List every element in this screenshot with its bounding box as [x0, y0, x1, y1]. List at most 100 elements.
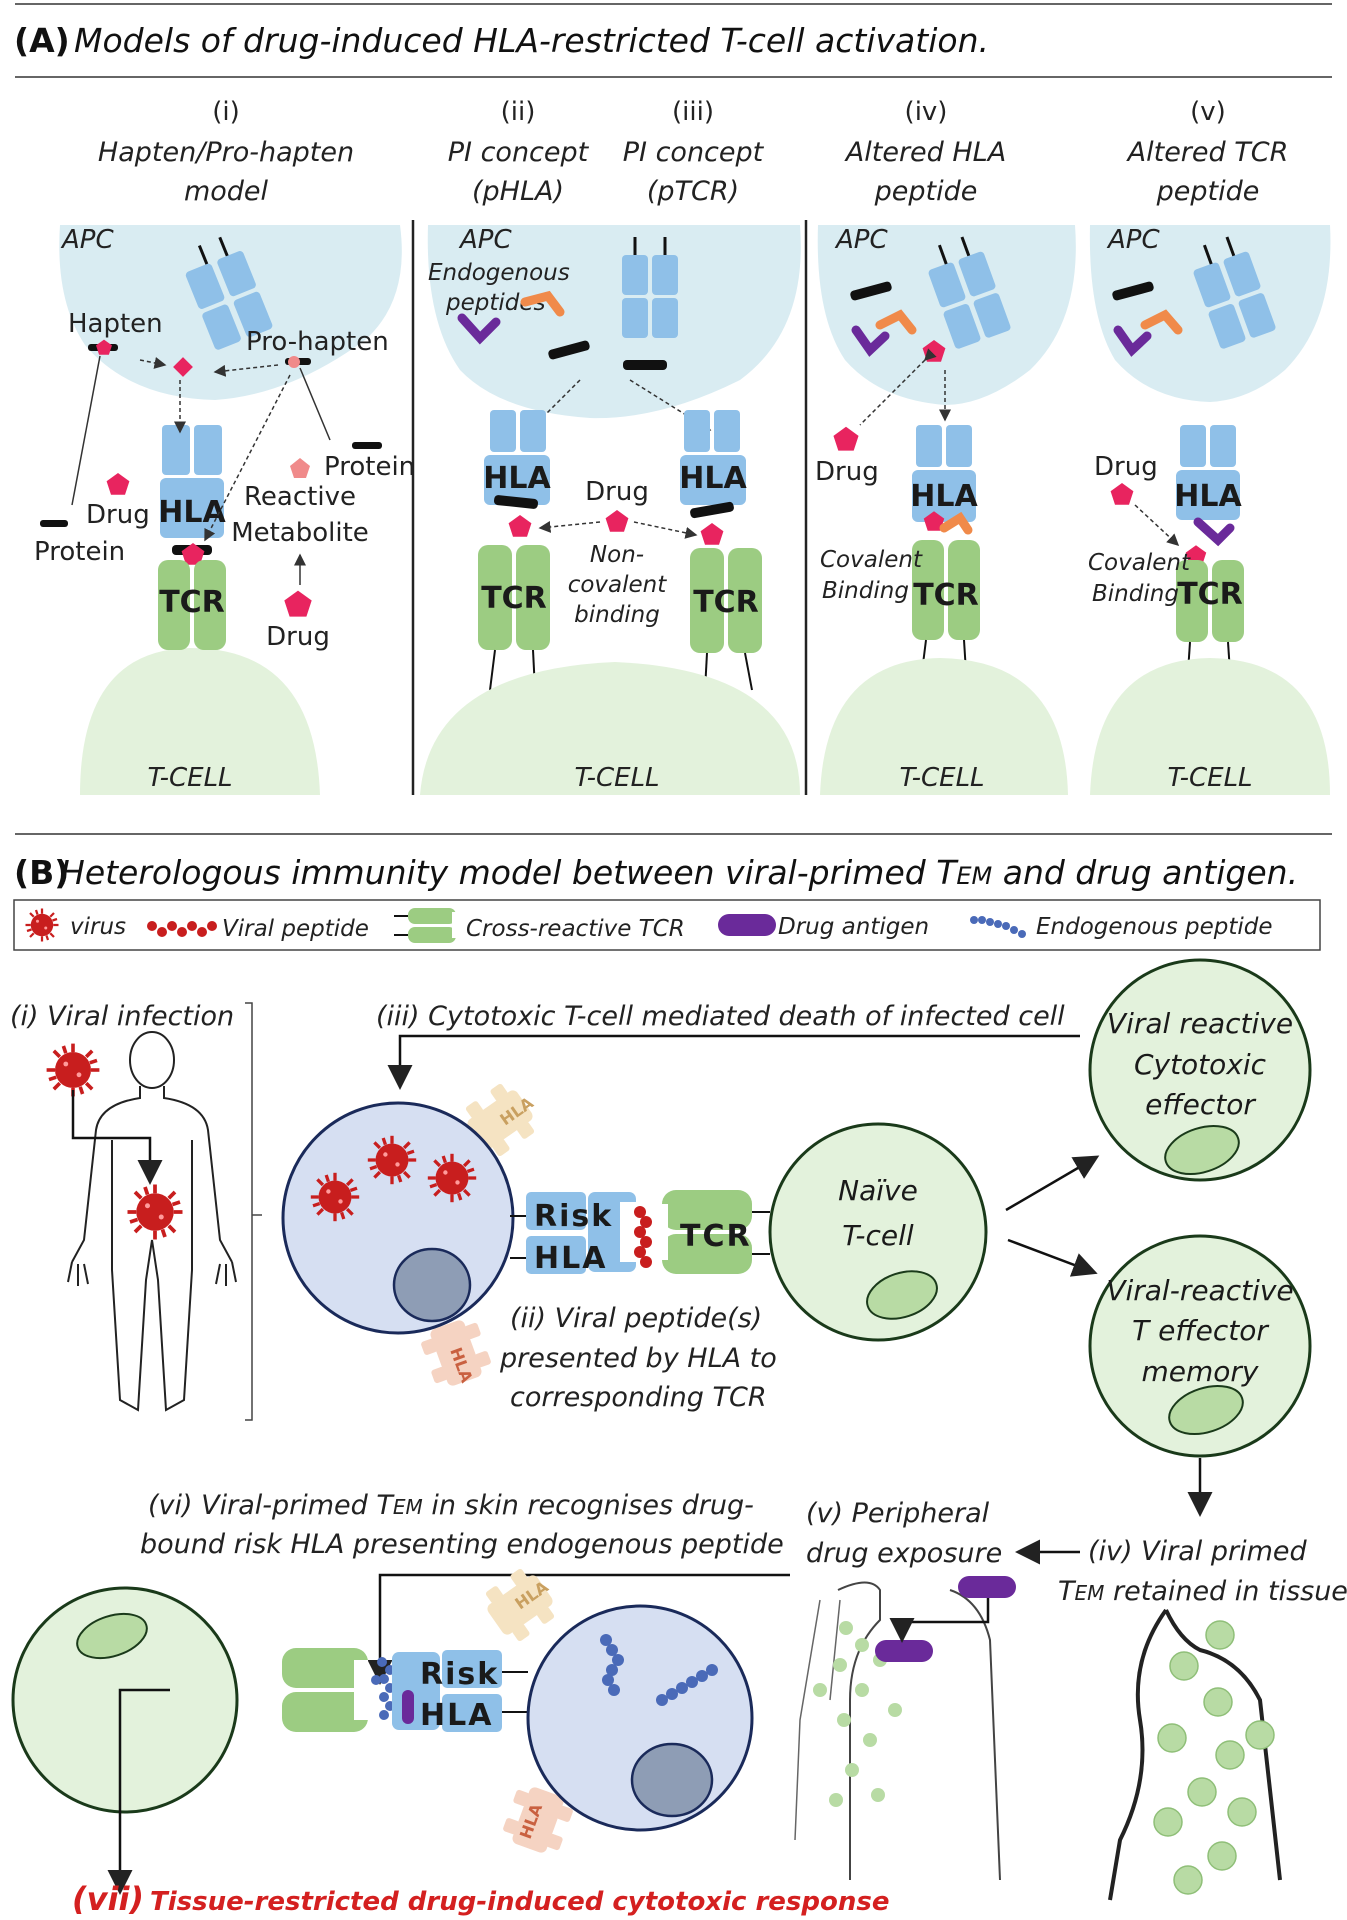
- apc-cell-skin: HLA HLA: [478, 1563, 754, 1859]
- hla-label-v: HLA: [1174, 479, 1242, 514]
- panel-b-label: (B): [14, 853, 69, 892]
- drug-label-ii: Drug: [585, 477, 649, 507]
- torso-with-tem: [794, 1576, 1016, 1881]
- tcr-label-ii: TCR: [481, 581, 547, 616]
- legend-virus: virus: [70, 914, 126, 940]
- step-iv-label-1: (iv) Viral primed: [1088, 1536, 1307, 1567]
- model-titles: (i) Hapten/Pro-hapten model (ii) PI conc…: [98, 97, 1288, 207]
- model-iv-num: (iv): [905, 97, 948, 127]
- model-iv-name-2: peptide: [874, 176, 978, 207]
- step-ii-label-2: presented by HLA to: [499, 1343, 777, 1374]
- model-v-diagram: APC Drug HLA TCR Covalent Binding T-CELL: [1088, 225, 1331, 795]
- step-vi-label-1: (vi) Viral-primed TEM in skin recognises…: [148, 1490, 754, 1521]
- legend: virus Viral peptide Cross-reactive TCR D…: [13, 899, 1321, 951]
- step-vi-label-2: bound risk HLA presenting endogenous pep…: [140, 1529, 784, 1560]
- arrow-to-memory: [1007, 1238, 1098, 1277]
- drug-label-i: Drug: [86, 500, 150, 530]
- legend-cross-tcr: Cross-reactive TCR: [466, 916, 685, 942]
- model-v-num: (v): [1190, 97, 1226, 127]
- drug-antigen-icon: [718, 914, 776, 936]
- drug-label-v: Drug: [1094, 452, 1158, 482]
- panel-b-heading: Heterologous immunity model between vira…: [60, 853, 1298, 892]
- effector-label-2: Cytotoxic: [1134, 1048, 1267, 1081]
- hla-label-ii: HLA: [483, 461, 551, 496]
- model-i-num: (i): [212, 97, 240, 127]
- covalent-label-iv: Covalent: [820, 547, 923, 573]
- model-i-diagram: APC T-CELL HLA TCR Hapten Pro-hapten: [34, 225, 415, 795]
- apc-label: APC: [60, 225, 114, 255]
- model-iv-name-1: Altered HLA: [844, 137, 1006, 168]
- legend-endogenous: Endogenous peptide: [1036, 914, 1273, 940]
- model-ii-name-2: (pHLA): [472, 176, 564, 207]
- step-v-label-2: drug exposure: [806, 1538, 1002, 1569]
- t-cell: [80, 648, 320, 795]
- legend-drug-antigen: Drug antigen: [778, 914, 929, 940]
- drug-antigen-skin: [875, 1640, 933, 1662]
- protein-label-left: Protein: [34, 537, 125, 567]
- binding-label-iv: Binding: [822, 578, 909, 604]
- memory-label-3: memory: [1142, 1355, 1259, 1388]
- memory-label-2: T effector: [1132, 1314, 1269, 1347]
- tcr-label-upper: TCR: [680, 1219, 752, 1254]
- hla-label-upper: HLA: [534, 1241, 607, 1276]
- hla-label-lower: HLA: [420, 1698, 493, 1733]
- panel-a-heading: Models of drug-induced HLA-restricted T-…: [74, 21, 989, 60]
- back-with-tem: [1108, 1608, 1282, 1901]
- hla-floating: [185, 236, 273, 350]
- endogenous-label: Endogenous: [428, 260, 570, 286]
- model-iii-name-1: PI concept: [623, 137, 765, 168]
- t-cell-label: T-CELL: [147, 763, 232, 793]
- tcr-label: TCR: [159, 585, 225, 620]
- tcr-label-iii: TCR: [693, 585, 759, 620]
- step-i-label: (i) Viral infection: [10, 1001, 234, 1032]
- tem-cell-skin: [11, 1586, 239, 1814]
- risk-label-upper: Risk: [534, 1199, 613, 1234]
- panel-a-label: (A): [14, 21, 70, 60]
- drug-label-i-2: Drug: [266, 622, 330, 652]
- naive-label-2: T-cell: [842, 1219, 914, 1252]
- step-iv-label-2: TEM retained in tissues: [1058, 1576, 1347, 1607]
- model-v-name-1: Altered TCR: [1126, 137, 1289, 168]
- legend-viral-peptide: Viral peptide: [222, 916, 369, 942]
- non-covalent-2: covalent: [568, 572, 668, 598]
- drug-label-iv: Drug: [815, 457, 879, 487]
- model-iii-name-2: (pTCR): [647, 176, 739, 207]
- pro-hapten-label: Pro-hapten: [246, 327, 389, 357]
- t-cell-label-iv: T-CELL: [899, 763, 984, 793]
- tcr-label-iv: TCR: [913, 578, 979, 613]
- metabolite-label: Metabolite: [231, 518, 369, 548]
- model-v-name-2: peptide: [1156, 176, 1260, 207]
- effector-memory-cell: Viral-reactive T effector memory: [1088, 1234, 1312, 1458]
- model-iii-num: (iii): [672, 97, 714, 127]
- human-body-outline: [67, 1031, 237, 1412]
- naive-t-cell: Naïve T-cell: [768, 1122, 988, 1342]
- binding-label-v: Binding: [1092, 581, 1179, 607]
- apc-label-iv: APC: [834, 225, 888, 255]
- t-cell-label-ii: T-CELL: [574, 763, 659, 793]
- risk-hla-viral: Risk HLA TCR: [510, 1190, 770, 1276]
- hla-label-iv: HLA: [910, 479, 978, 514]
- tcr-icon: [394, 908, 458, 943]
- step-ii-label-1: (ii) Viral peptide(s): [510, 1303, 762, 1334]
- model-ii-iii-diagram: APC Endogenous peptides HLA TCR: [420, 225, 801, 795]
- endogenous-peptide-icon: [970, 916, 1026, 938]
- viral-peptide-icon: [147, 921, 217, 937]
- virus-icon-body: [44, 1041, 102, 1099]
- viral-peptide-bound: [634, 1206, 652, 1268]
- cytotoxic-effector-cell: Viral reactive Cytotoxic effector: [1088, 958, 1312, 1182]
- model-i-name-1: Hapten/Pro-hapten: [98, 137, 354, 168]
- step-v-label-1: (v) Peripheral: [806, 1498, 990, 1529]
- non-covalent-3: binding: [574, 602, 660, 628]
- virus-icon-infected: [125, 1182, 185, 1242]
- naive-label-1: Naïve: [838, 1174, 918, 1207]
- drug-antigen-exposure: [958, 1576, 1016, 1598]
- non-covalent-1: Non-: [590, 542, 644, 568]
- model-iv-diagram: APC Drug HLA TCR Covalent Binding T-C: [815, 225, 1076, 795]
- t-cell-label-v: T-CELL: [1167, 763, 1252, 793]
- covalent-label-v: Covalent: [1088, 550, 1191, 576]
- apc-label-ii: APC: [458, 225, 512, 255]
- model-ii-num: (ii): [501, 97, 536, 127]
- hla-label-iii: HLA: [679, 461, 747, 496]
- model-i-name-2: model: [184, 176, 269, 207]
